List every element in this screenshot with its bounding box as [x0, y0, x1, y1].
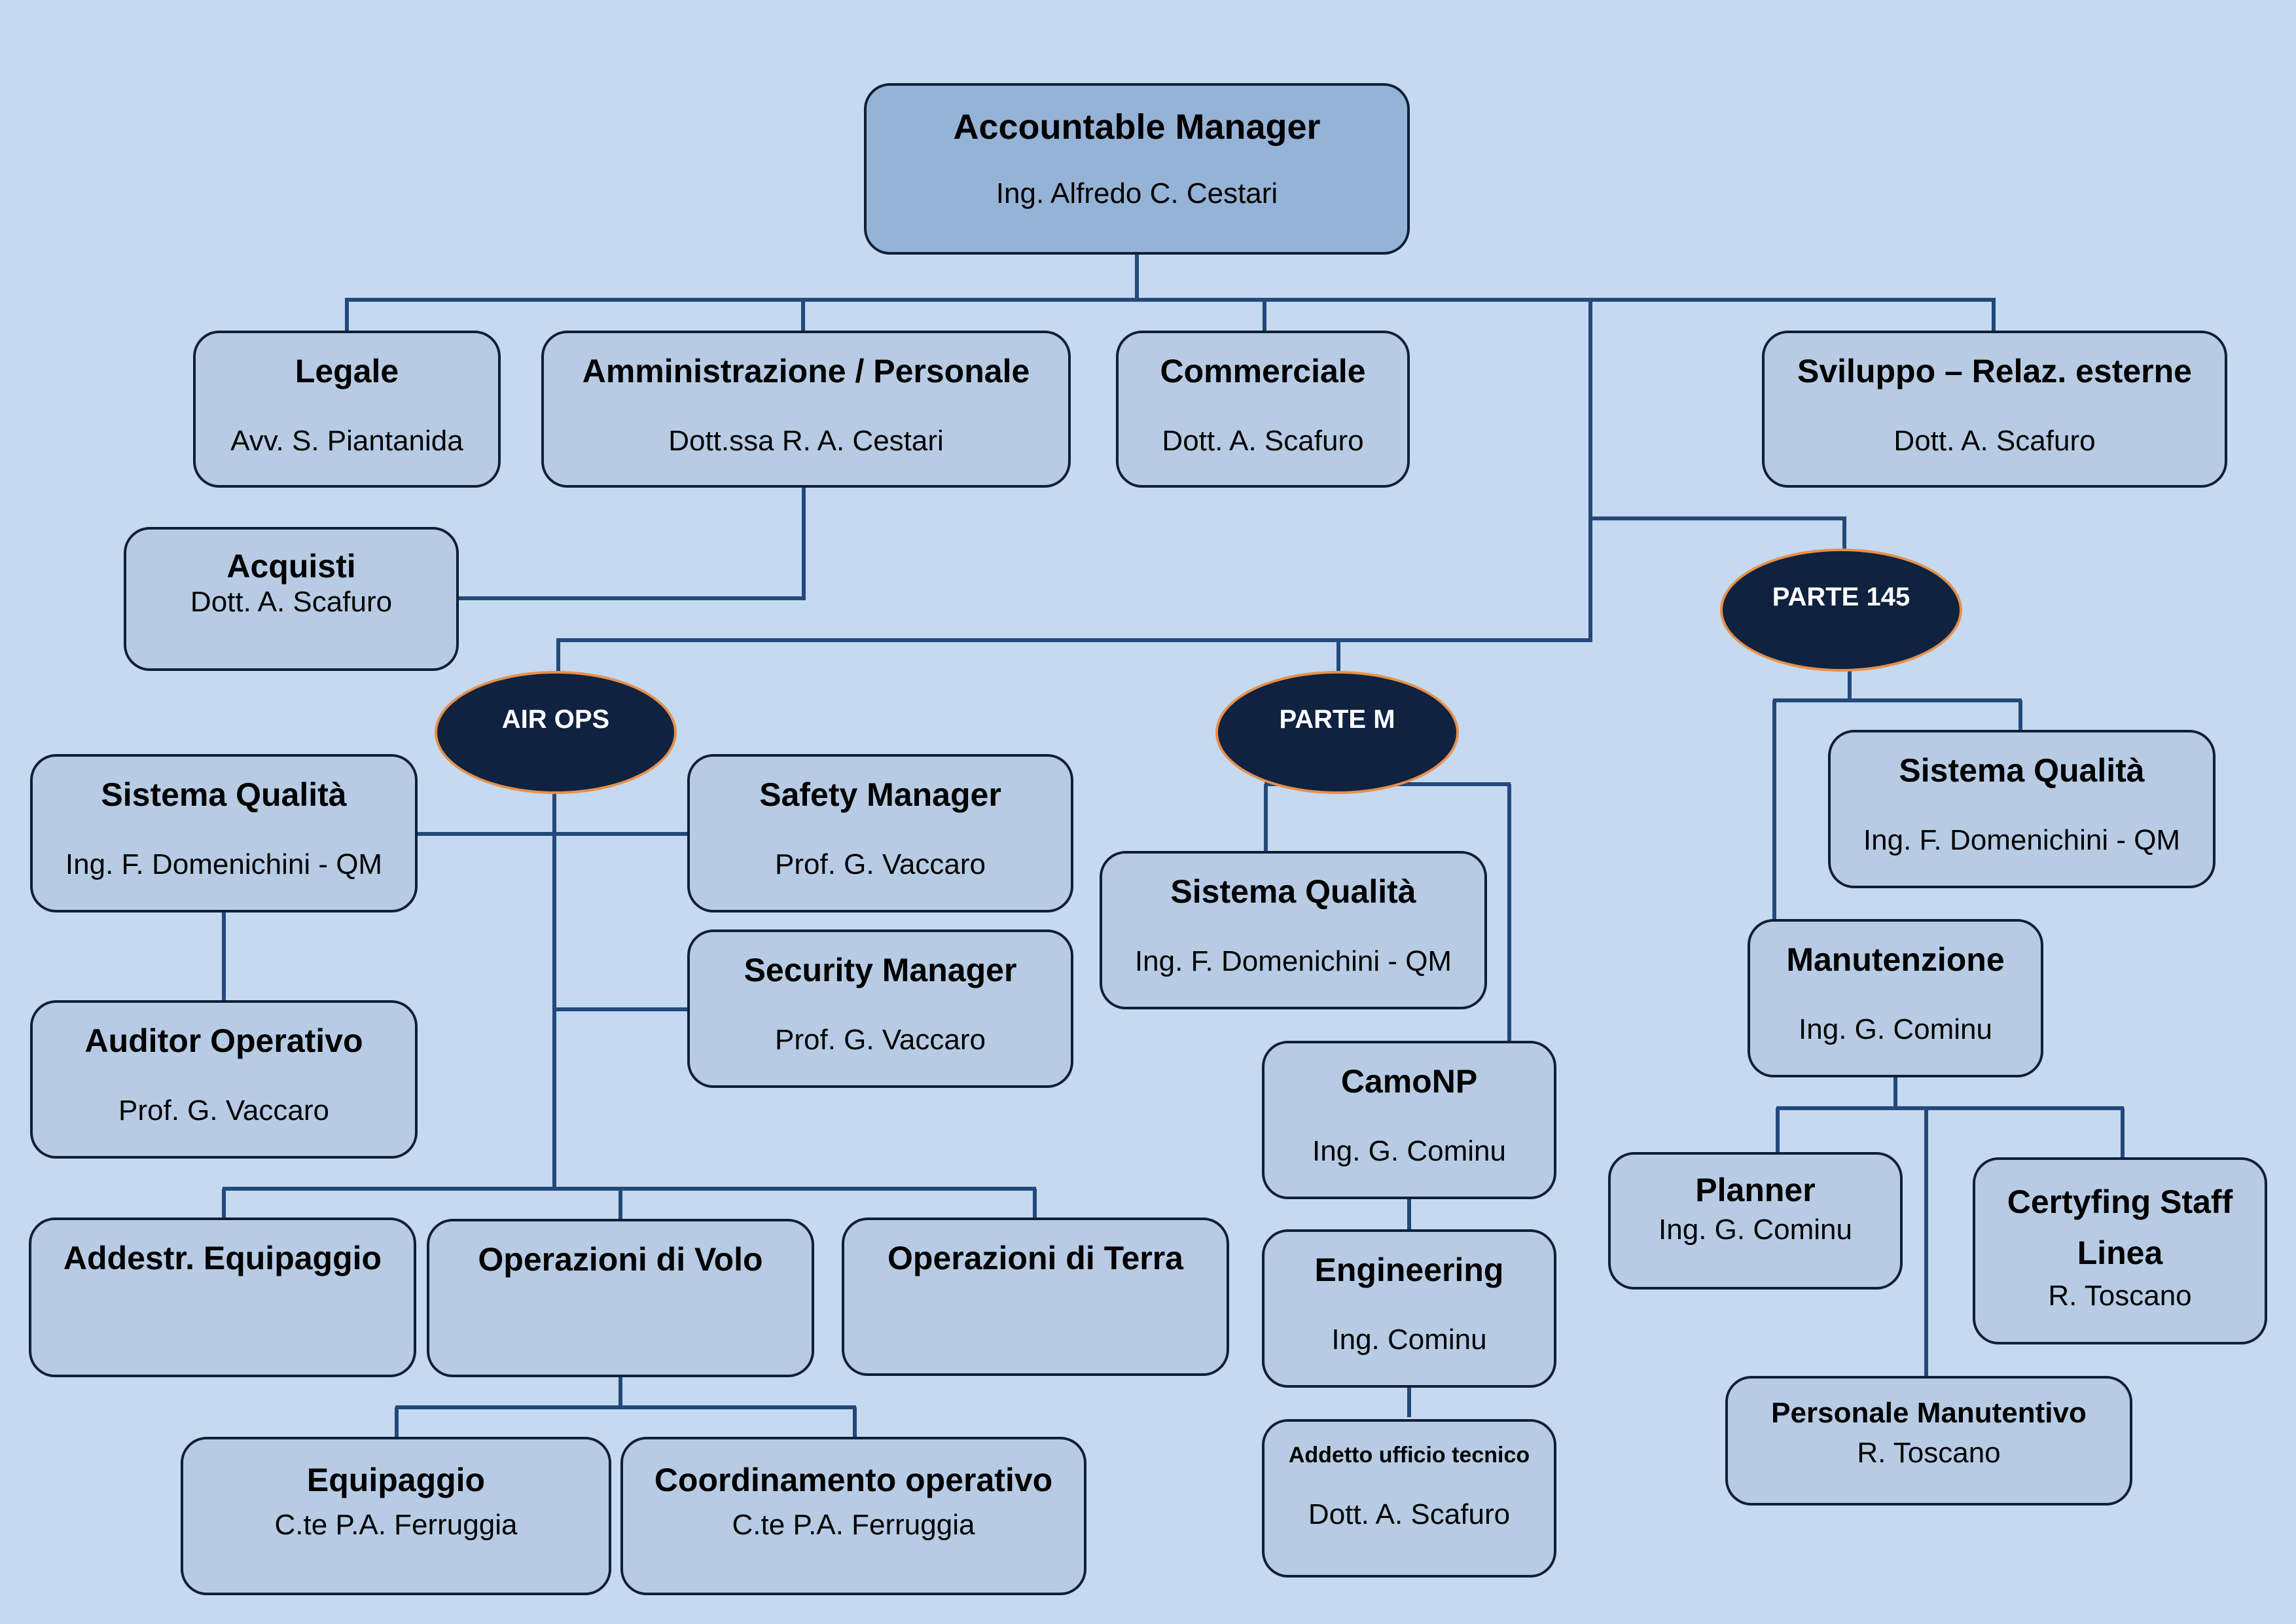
- node-title: Sistema Qualità: [1170, 873, 1416, 910]
- hub-parte-145[interactable]: PARTE 145: [1720, 549, 1962, 672]
- hub-parte-m[interactable]: PARTE M: [1215, 671, 1459, 794]
- node-title: Sistema Qualità: [1899, 752, 2145, 789]
- node-security-manager[interactable]: Security Manager Prof. G. Vaccaro: [687, 929, 1073, 1088]
- node-person: Ing. F. Domenichini - QM: [1863, 823, 2181, 856]
- node-title: Operazioni di Terra: [888, 1240, 1183, 1276]
- node-manutenzione[interactable]: Manutenzione Ing. G. Cominu: [1748, 919, 2043, 1077]
- node-title: Addestr. Equipaggio: [63, 1240, 382, 1276]
- node-air-ops-sistema-qualita[interactable]: Sistema Qualità Ing. F. Domenichini - QM: [30, 754, 418, 912]
- node-title: Accountable Manager: [953, 107, 1321, 147]
- hub-label: AIR OPS: [501, 705, 610, 734]
- node-equipaggio[interactable]: Equipaggio C.te P.A. Ferruggia: [181, 1437, 611, 1595]
- node-title: Safety Manager: [759, 776, 1001, 813]
- node-parte-145-sistema-qualita[interactable]: Sistema Qualità Ing. F. Domenichini - QM: [1828, 730, 2215, 888]
- node-title: Sistema Qualità: [101, 776, 347, 813]
- node-amministrazione-personale[interactable]: Amministrazione / Personale Dott.ssa R. …: [541, 331, 1071, 488]
- node-title: Addetto ufficio tecnico: [1288, 1443, 1530, 1468]
- node-operazioni-di-terra[interactable]: Operazioni di Terra: [842, 1218, 1229, 1376]
- node-person: Dott. A. Scafuro: [1162, 424, 1364, 457]
- node-title: Engineering: [1314, 1252, 1504, 1288]
- node-person: Prof. G. Vaccaro: [118, 1094, 329, 1127]
- node-title: Equipaggio: [306, 1462, 486, 1498]
- node-title: Auditor Operativo: [84, 1022, 363, 1059]
- node-title: Acquisti: [226, 548, 356, 585]
- node-person: Ing. G. Cominu: [1799, 1013, 1992, 1045]
- node-planner[interactable]: Planner Ing. G. Cominu: [1608, 1152, 1903, 1290]
- node-person: Prof. G. Vaccaro: [775, 1023, 986, 1056]
- node-title: Sviluppo – Relaz. esterne: [1797, 353, 2192, 389]
- node-person: Prof. G. Vaccaro: [775, 848, 986, 880]
- node-person: C.te P.A. Ferruggia: [274, 1508, 518, 1541]
- hub-air-ops[interactable]: AIR OPS: [435, 671, 677, 794]
- node-person: C.te P.A. Ferruggia: [732, 1508, 975, 1541]
- node-person: Dott.ssa R. A. Cestari: [668, 424, 944, 457]
- node-coordinamento-operativo[interactable]: Coordinamento operativo C.te P.A. Ferrug…: [620, 1437, 1086, 1595]
- node-auditor-operativo[interactable]: Auditor Operativo Prof. G. Vaccaro: [30, 1000, 418, 1159]
- node-person: Avv. S. Piantanida: [230, 424, 463, 457]
- node-legale[interactable]: Legale Avv. S. Piantanida: [193, 331, 501, 488]
- node-engineering[interactable]: Engineering Ing. Cominu: [1262, 1229, 1556, 1388]
- node-title: Planner: [1695, 1172, 1816, 1208]
- hub-label: PARTE 145: [1772, 583, 1910, 611]
- node-sviluppo-relazioni-esterne[interactable]: Sviluppo – Relaz. esterne Dott. A. Scafu…: [1762, 331, 2227, 488]
- node-title: Manutenzione: [1786, 941, 2005, 978]
- node-title: Commerciale: [1160, 353, 1366, 389]
- node-acquisti[interactable]: Acquisti Dott. A. Scafuro: [124, 527, 459, 671]
- node-certyfing-staff-linea[interactable]: Certyfing Staff Linea R. Toscano: [1973, 1157, 2267, 1344]
- node-title: Certyfing Staff Linea: [2007, 1183, 2233, 1271]
- connector: [458, 486, 806, 600]
- connector: [1590, 516, 1846, 550]
- node-operazioni-di-volo[interactable]: Operazioni di Volo: [427, 1219, 814, 1377]
- node-title: Coordinamento operativo: [654, 1462, 1053, 1498]
- node-personale-manutentivo[interactable]: Personale Manutentivo R. Toscano: [1725, 1376, 2132, 1506]
- node-accountable-manager[interactable]: Accountable Manager Ing. Alfredo C. Cest…: [864, 83, 1410, 255]
- node-parte-m-sistema-qualita[interactable]: Sistema Qualità Ing. F. Domenichini - QM: [1100, 851, 1487, 1009]
- node-title: Amministrazione / Personale: [582, 353, 1030, 389]
- node-person: Ing. F. Domenichini - QM: [65, 848, 383, 880]
- node-person: Ing. F. Domenichini - QM: [1134, 945, 1452, 977]
- hub-label: PARTE M: [1279, 705, 1395, 734]
- node-person: R. Toscano: [1857, 1436, 2001, 1469]
- node-person: R. Toscano: [2048, 1280, 2192, 1312]
- node-commerciale[interactable]: Commerciale Dott. A. Scafuro: [1116, 331, 1410, 488]
- node-person: Ing. Cominu: [1331, 1323, 1487, 1356]
- node-camonp[interactable]: CamoNP Ing. G. Cominu: [1262, 1041, 1556, 1199]
- node-person: Ing. G. Cominu: [1312, 1134, 1506, 1167]
- node-person: Ing. Alfredo C. Cestari: [996, 177, 1278, 210]
- node-person: Dott. A. Scafuro: [1893, 424, 2096, 457]
- node-addestramento-equipaggio[interactable]: Addestr. Equipaggio: [29, 1218, 416, 1377]
- node-title: Security Manager: [744, 952, 1017, 988]
- node-person: Dott. A. Scafuro: [1308, 1498, 1511, 1531]
- node-person: Ing. G. Cominu: [1659, 1213, 1852, 1246]
- node-title: Operazioni di Volo: [478, 1241, 763, 1278]
- node-addetto-ufficio-tecnico[interactable]: Addetto ufficio tecnico Dott. A. Scafuro: [1262, 1419, 1556, 1578]
- node-safety-manager[interactable]: Safety Manager Prof. G. Vaccaro: [687, 754, 1073, 912]
- node-title: Personale Manutentivo: [1771, 1397, 2087, 1429]
- node-person: Dott. A. Scafuro: [190, 585, 393, 618]
- node-title: CamoNP: [1340, 1063, 1478, 1100]
- node-title: Legale: [295, 353, 399, 389]
